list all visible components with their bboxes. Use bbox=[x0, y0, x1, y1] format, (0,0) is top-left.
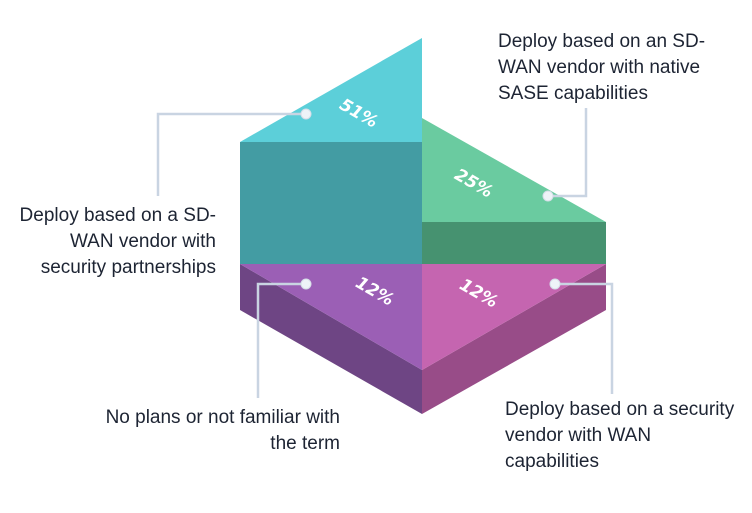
category-label-no-plans: No plans or not familiar with the term bbox=[105, 407, 340, 454]
slice-side-no-plans bbox=[240, 264, 422, 414]
category-label-security-partnerships: Deploy based on a SD-WAN vendor with sec… bbox=[19, 205, 216, 278]
leader-line-security-vendor-wan bbox=[555, 282, 614, 394]
slice-top-security-partnerships bbox=[240, 38, 422, 142]
leader-line-native-sase bbox=[548, 108, 588, 198]
slice-side-native-sase bbox=[422, 222, 606, 264]
slice-top-no-plans bbox=[240, 264, 422, 370]
leader-dot-no-plans bbox=[300, 278, 312, 290]
slice-side-security-vendor-wan bbox=[422, 264, 606, 414]
leader-dot-native-sase bbox=[542, 190, 554, 202]
category-label-native-sase: Deploy based on an SD-WAN vendor with na… bbox=[498, 31, 706, 104]
leader-line-security-partnerships bbox=[156, 112, 306, 196]
slice-top-security-vendor-wan bbox=[422, 264, 606, 370]
slice-side-security-partnerships bbox=[240, 142, 422, 264]
leader-dot-security-partnerships bbox=[300, 108, 312, 120]
category-label-security-vendor-wan: Deploy based on a security vendor with W… bbox=[505, 399, 735, 472]
leader-dot-security-vendor-wan bbox=[549, 278, 561, 290]
leader-line-no-plans bbox=[256, 282, 306, 398]
slice-top-native-sase bbox=[422, 118, 606, 222]
